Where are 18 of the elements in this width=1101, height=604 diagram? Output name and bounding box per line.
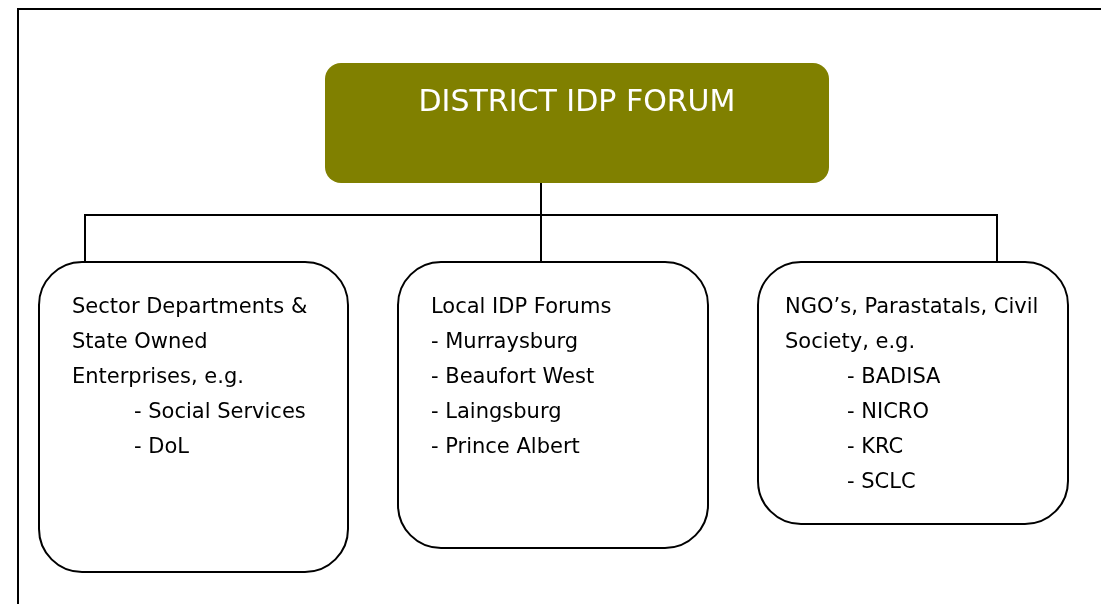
list-item: - Murraysburg bbox=[431, 328, 580, 355]
list-item: - KRC bbox=[846, 433, 905, 460]
list-item: - BADISA bbox=[846, 363, 942, 390]
list-item: - DoL bbox=[133, 433, 190, 460]
box-heading: Sector Departments & State Owned Enterprises, e.g. bbox=[72, 293, 309, 390]
group-box bbox=[397, 261, 709, 549]
box-title: DISTRICT IDP FORUM bbox=[417, 82, 737, 120]
list-item: - Social Services bbox=[133, 398, 307, 425]
box-heading: Local IDP Forums bbox=[431, 293, 613, 320]
list-item: - Beaufort West bbox=[431, 363, 596, 390]
list-item: - NICRO bbox=[846, 398, 930, 425]
list-item: - Laingsburg bbox=[431, 398, 563, 425]
group-box bbox=[757, 261, 1069, 525]
list-item: - Prince Albert bbox=[431, 433, 581, 460]
group-box bbox=[38, 261, 349, 573]
box-heading: NGO’s, Parastatals, Civil Society, e.g. bbox=[785, 293, 1040, 355]
list-item: - SCLC bbox=[846, 468, 917, 495]
forum-box bbox=[325, 63, 829, 183]
